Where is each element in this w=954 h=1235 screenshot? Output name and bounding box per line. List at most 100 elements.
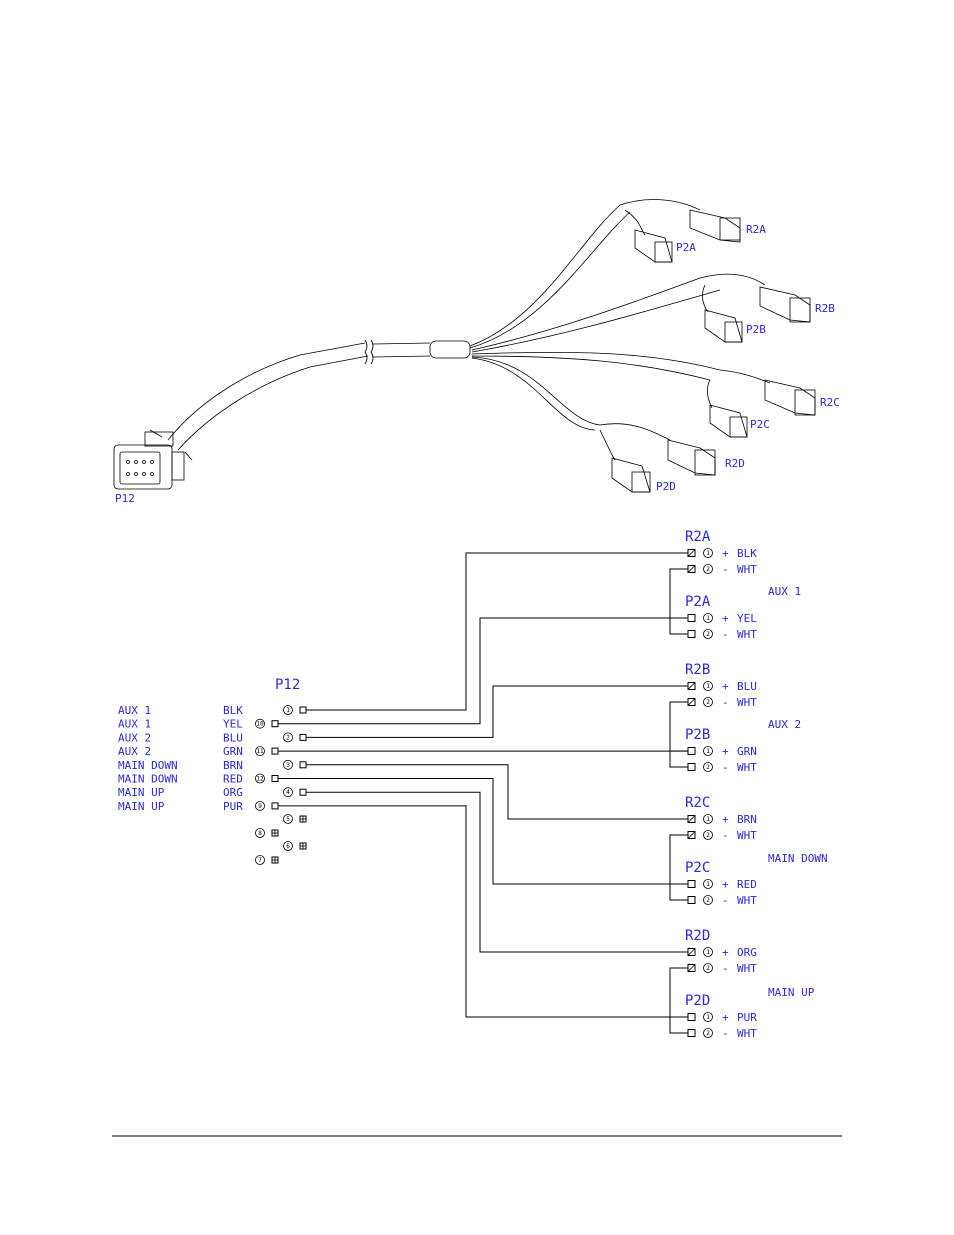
connector-pin-number: 1 [706, 949, 710, 956]
p12-pin-terminal [271, 747, 279, 755]
harness-label-r2a: R2A [746, 223, 766, 236]
p12-pin-circle [255, 746, 265, 756]
connector-pin-row: 1 + BLU [687, 680, 757, 693]
connector-pin-sign: + [722, 680, 729, 693]
connector-pin-row: 2-WHT [687, 962, 757, 975]
p12-pin-terminal [299, 733, 307, 741]
harness-illustration: P12 R2A P2A R2B P2B R2C P2C R2D P2D [113, 199, 840, 505]
p12-title: P12 [275, 677, 300, 693]
connector-socket-mark [687, 549, 696, 557]
connector-pin-circle [703, 762, 713, 772]
connector-pin-terminal [687, 614, 696, 622]
connector-p2b: P2B 1+GRN 2 -WHT [685, 727, 757, 774]
connector-pin-number: 2 [706, 764, 710, 771]
connector-pin-terminal [687, 1013, 696, 1021]
connector-pin-wire-color: WHT [737, 696, 757, 709]
connector-pin-row: 2-WHT [687, 1027, 757, 1040]
connector-socket-mark [687, 831, 696, 839]
circuit-group-label: MAIN DOWN [768, 852, 828, 865]
connector-pin-row: 1+GRN [687, 745, 757, 758]
p2a-connector-drawing [634, 229, 673, 263]
p12-unused-pin-circle [255, 828, 265, 838]
circuit-group-label: AUX 2 [768, 718, 801, 731]
connector-pin-number: 2 [706, 832, 710, 839]
connector-pin-tables: R2A1+BLK2-WHTP2A1+YEL2-WHTR2B1+BLU2-WHTP… [685, 529, 757, 1040]
connector-pin-wire-color: WHT [737, 563, 757, 576]
r2d-connector-drawing [667, 439, 716, 476]
connector-pin-number: 2 [706, 566, 710, 573]
connector-pin-number: 2 [706, 631, 710, 638]
p12-row-wire-color: BLU [223, 731, 243, 744]
harness-label-p2c: P2C [750, 418, 770, 431]
connector-title: P2D [685, 993, 710, 1009]
wire [278, 778, 688, 885]
connector-pin-wire-color: GRN [737, 745, 757, 758]
p12-unused-pin-number: 8 [258, 830, 262, 837]
p12-pin-circle [255, 718, 265, 729]
connector-pin-sign: - [722, 761, 729, 774]
p2c-connector-drawing [709, 404, 748, 438]
connector-pin-wire-color: BLU [737, 680, 757, 693]
connector-pin-sign: + [722, 813, 729, 826]
connector-pin-row: 1+YEL [687, 612, 757, 625]
connector-pin-sign: - [722, 962, 729, 975]
wire [306, 552, 688, 711]
connector-title: P2B [685, 727, 710, 743]
connector-pin-wire-color: WHT [737, 1027, 757, 1040]
p12-row-function: AUX 1 [118, 704, 151, 717]
connector-pin-circle [703, 879, 713, 889]
connector-pin-sign: + [722, 612, 729, 625]
p12-row-function: AUX 2 [118, 745, 151, 758]
connector-pin-circle [703, 947, 713, 957]
connector-pin-sign: - [722, 1027, 729, 1040]
connector-pin-circle [703, 564, 713, 574]
p12-row-function: MAIN UP [118, 786, 165, 799]
connector-pin-wire-color: WHT [737, 829, 757, 842]
connector-pin-number: 1 [706, 683, 710, 690]
p12-unused-pin-circle [283, 814, 293, 824]
connector-pin-wire-color: WHT [737, 894, 757, 907]
connector-pin-wire-color: WHT [737, 761, 757, 774]
connector-socket-mark [687, 698, 696, 706]
p12-unused-pin: 6 [283, 841, 307, 851]
harness-label-p2d: P2D [656, 480, 676, 493]
p12-row-function: MAIN UP [118, 800, 165, 813]
p12-pin-number: 11 [256, 748, 264, 755]
connector-pin-terminal [687, 763, 696, 771]
p12-pin-terminal [299, 788, 307, 796]
connector-socket-mark [687, 565, 696, 573]
connector-pin-wire-color: WHT [737, 628, 757, 641]
connector-pin-circle [703, 746, 713, 756]
connector-pin-wire-color: RED [737, 878, 757, 891]
harness-label-r2d: R2D [725, 457, 745, 470]
p12-pin-circle [283, 732, 293, 743]
connector-pin-circle [703, 629, 713, 639]
connector-socket-mark [687, 948, 696, 956]
connector-pin-row: 1+ORG [687, 946, 757, 959]
p12-row-function: AUX 2 [118, 731, 151, 744]
p12-unused-pin: 7 [255, 855, 279, 865]
p12-pin-circle [283, 705, 293, 715]
connector-pin-row: 1+PUR [687, 1011, 757, 1024]
p12-row-function: MAIN DOWN [118, 773, 178, 786]
connector-pin-number: 1 [706, 615, 710, 622]
connector-pin-wire-color: ORG [737, 946, 757, 959]
connector-pin-row: 2-WHT [687, 563, 757, 576]
connector-pin-wire-color: BRN [737, 813, 757, 826]
p12-pin-terminal [299, 706, 307, 714]
connector-pin-number: 2 [706, 897, 710, 904]
wire [306, 791, 688, 953]
p12-unused-pin-number: 7 [258, 857, 262, 864]
connector-title: R2D [685, 928, 710, 944]
harness-label-p2a: P2A [676, 241, 696, 254]
connector-pin-row: 1+RED [687, 878, 757, 891]
connector-p2d: P2D 1+PUR 2-WHT [685, 993, 757, 1040]
p12-row-wire-color: BRN [223, 759, 243, 772]
connector-pin-sign: - [722, 696, 729, 709]
p12-pin-circle [255, 801, 265, 811]
